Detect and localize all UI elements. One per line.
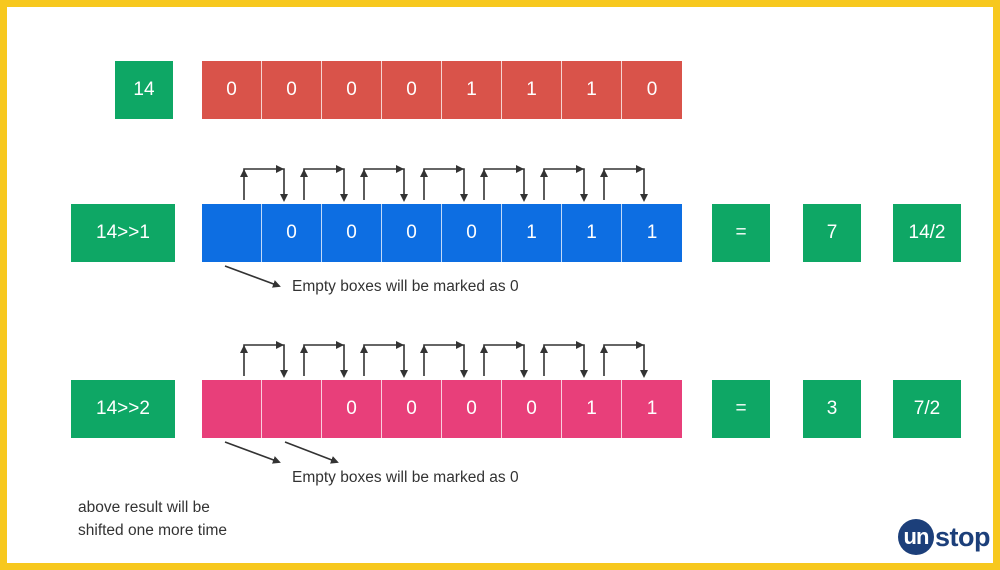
row3-expression: 7/2 (893, 380, 961, 438)
row2-bit-cell: 0 (322, 204, 382, 262)
row1-bit-cell: 0 (262, 61, 322, 119)
shift-arrow-head (456, 341, 464, 349)
shift-arrow-head (240, 345, 248, 353)
row3-bit-cell (202, 380, 262, 438)
row1-bit-cell: 0 (622, 61, 682, 119)
shift-arrow-head (336, 165, 344, 173)
row2-bit-cell: 0 (442, 204, 502, 262)
shift-arrow (603, 168, 648, 202)
shift-arrow-head (360, 345, 368, 353)
shift-arrow (603, 344, 648, 378)
row2-equals-sign: = (712, 204, 770, 262)
logo-circle-mark: un (898, 519, 934, 555)
row2-bit-cell: 1 (562, 204, 622, 262)
row2-note-pointer-arrows (224, 265, 281, 288)
row1-bit-cell: 1 (502, 61, 562, 119)
row2-bit-cell: 0 (262, 204, 322, 262)
row3-bit-cell: 0 (322, 380, 382, 438)
row2-result: 7 (803, 204, 861, 262)
row1-bit-cell: 0 (202, 61, 262, 119)
shift-arrow-head (276, 341, 284, 349)
shift-arrow-head (516, 165, 524, 173)
row3-shift-arrows (240, 341, 648, 378)
footnote-line-2: shifted one more time (78, 522, 228, 539)
shift-arrow-head (240, 169, 248, 177)
row3-note-pointer-arrows (224, 441, 339, 464)
logo-wordmark: stop (935, 521, 991, 552)
shift-arrows-layer (224, 165, 648, 464)
row3-bit-cell: 0 (382, 380, 442, 438)
shift-arrow-head (600, 169, 608, 177)
shift-arrow (363, 168, 408, 202)
row1-bit-cell: 0 (322, 61, 382, 119)
row3-bit-cell: 1 (562, 380, 622, 438)
shift-arrow-head (600, 345, 608, 353)
row3-equals-sign: = (712, 380, 770, 438)
note-pointer-arrow (224, 265, 281, 288)
shift-arrow-head (360, 169, 368, 177)
shift-arrow-head (516, 341, 524, 349)
note-pointer-arrow (224, 441, 281, 464)
footnote: above result will be shifted one more ti… (78, 496, 227, 542)
shift-arrow (243, 168, 288, 202)
shift-arrow (543, 344, 588, 378)
shift-arrow (423, 168, 468, 202)
row2-expression: 14/2 (893, 204, 961, 262)
shift-arrow-head (636, 341, 644, 349)
shift-arrow-head (396, 165, 404, 173)
shift-arrow-head (300, 345, 308, 353)
shift-arrow (483, 168, 528, 202)
shift-arrow-head (480, 345, 488, 353)
row2-bit-cell (202, 204, 262, 262)
row2-empty-box-note: Empty boxes will be marked as 0 (292, 278, 519, 295)
shift-arrow (543, 168, 588, 202)
row2-bit-cell: 1 (622, 204, 682, 262)
row1-bit-cell: 1 (562, 61, 622, 119)
row1-label: 14 (115, 61, 173, 119)
row3-bit-cell: 1 (622, 380, 682, 438)
footnote-line-1: above result will be (78, 499, 210, 516)
note-pointer-arrow (284, 441, 339, 464)
row3-bit-cell: 0 (442, 380, 502, 438)
row1-bit-cell: 1 (442, 61, 502, 119)
shift-arrow (423, 344, 468, 378)
shift-arrow-head (636, 165, 644, 173)
unstop-logo: un stop (898, 519, 991, 555)
shift-arrow (303, 344, 348, 378)
shift-arrow (483, 344, 528, 378)
shift-arrow (303, 168, 348, 202)
shift-arrow-head (480, 169, 488, 177)
shift-arrow-head (540, 169, 548, 177)
row3-bit-cell (262, 380, 322, 438)
shift-arrow-head (456, 165, 464, 173)
shift-arrow-head (300, 169, 308, 177)
shift-arrow-head (336, 341, 344, 349)
row3-empty-box-note: Empty boxes will be marked as 0 (292, 469, 519, 486)
shift-arrow (243, 344, 288, 378)
row3-result: 3 (803, 380, 861, 438)
shift-arrow-head (576, 341, 584, 349)
row3-bit-cell: 0 (502, 380, 562, 438)
shift-arrow-head (420, 169, 428, 177)
shift-arrow-head (396, 341, 404, 349)
shift-arrow-head (420, 345, 428, 353)
row2-bit-cell: 1 (502, 204, 562, 262)
row2-bit-cell: 0 (382, 204, 442, 262)
row2-label: 14>>1 (71, 204, 175, 262)
shift-arrow-head (540, 345, 548, 353)
row1-bit-cell: 0 (382, 61, 442, 119)
shift-arrow-head (276, 165, 284, 173)
row2-shift-arrows (240, 165, 648, 202)
shift-arrow-head (576, 165, 584, 173)
row3-label: 14>>2 (71, 380, 175, 438)
shift-arrow (363, 344, 408, 378)
